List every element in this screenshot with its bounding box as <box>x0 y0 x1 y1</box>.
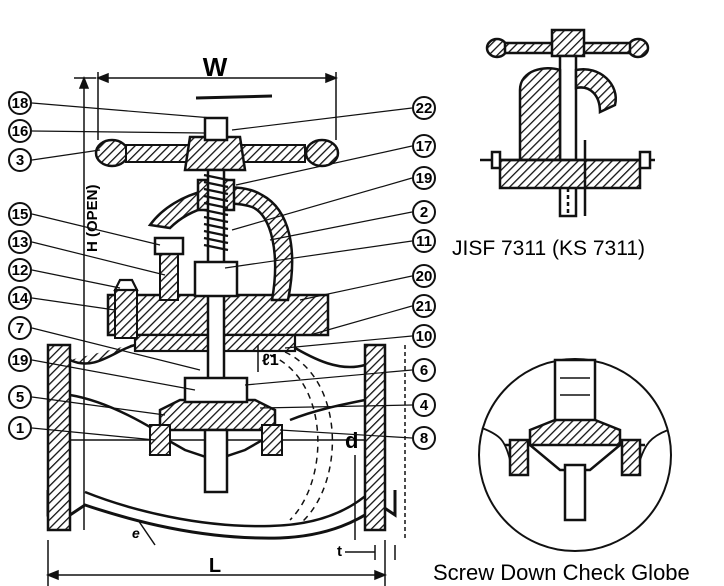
callout-15: 15 <box>8 202 32 226</box>
callout-21: 21 <box>412 294 436 318</box>
standard-label: JISF 7311 (KS 7311) <box>452 237 645 260</box>
svg-text:12: 12 <box>12 262 29 279</box>
callout-10: 10 <box>412 324 436 348</box>
callout-6: 6 <box>412 358 436 382</box>
bonnet-bolt-left <box>114 289 138 339</box>
gland-nut-left <box>153 236 185 256</box>
callout-13: 13 <box>8 230 32 254</box>
svg-text:17: 17 <box>416 138 433 155</box>
dim-lift-label: ℓ1 <box>262 352 279 369</box>
callout-18: 18 <box>8 91 32 115</box>
dim-width-label: W <box>203 52 228 82</box>
svg-text:22: 22 <box>416 100 433 117</box>
callout-8: 8 <box>412 426 436 450</box>
detail-disc <box>528 418 622 447</box>
stem-thread <box>203 173 229 252</box>
svg-text:4: 4 <box>420 397 429 414</box>
callout-leaders <box>31 102 413 441</box>
callout-17: 17 <box>412 134 436 158</box>
jisf-yoke-right <box>574 67 618 114</box>
svg-text:20: 20 <box>416 268 433 285</box>
valve-body-inner-bowl <box>84 490 371 528</box>
detail-lower-stem <box>563 463 587 522</box>
callout-20: 20 <box>412 264 436 288</box>
caption: Screw Down Check Globe <box>433 560 690 585</box>
callout-19-right: 19 <box>412 166 436 190</box>
callout-12: 12 <box>8 258 32 282</box>
svg-text:18: 18 <box>12 95 29 112</box>
jisf-handwheel-hub <box>550 28 586 58</box>
jisf-yoke-left <box>518 66 562 162</box>
inner-port-right <box>289 398 366 422</box>
jisf-yoke-view <box>480 28 655 218</box>
callout-7: 7 <box>8 316 32 340</box>
dim-thickness-label: t <box>337 543 342 560</box>
svg-text:13: 13 <box>12 234 29 251</box>
svg-text:7: 7 <box>16 320 24 337</box>
right-flange <box>363 343 387 532</box>
dim-length-label: L <box>209 555 221 577</box>
handwheel-rim-right <box>304 138 340 168</box>
callouts-right: 22 17 19 2 11 20 21 10 6 4 8 <box>412 96 436 450</box>
callout-11: 11 <box>412 229 436 253</box>
svg-text:5: 5 <box>16 389 24 406</box>
callout-1: 1 <box>8 416 32 440</box>
svg-text:8: 8 <box>420 430 428 447</box>
dim-height-label: H (OPEN) <box>84 184 101 252</box>
svg-text:14: 14 <box>12 290 29 307</box>
dim-wall-label: e <box>132 525 140 541</box>
jisf-bonnet <box>498 158 642 190</box>
callout-22: 22 <box>412 96 436 120</box>
main-valve-section <box>46 94 397 540</box>
callout-3: 3 <box>8 148 32 172</box>
svg-text:10: 10 <box>416 328 433 345</box>
callout-5: 5 <box>8 385 32 409</box>
body-upper-right <box>289 343 366 369</box>
svg-text:11: 11 <box>416 233 432 250</box>
seat-ring-right <box>261 424 283 456</box>
callout-14: 14 <box>8 286 32 310</box>
callout-16: 16 <box>8 119 32 143</box>
left-flange <box>46 343 72 532</box>
svg-text:1: 1 <box>16 420 24 437</box>
svg-text:15: 15 <box>12 206 29 223</box>
svg-text:19: 19 <box>416 170 433 187</box>
svg-text:6: 6 <box>420 362 428 379</box>
disc-lower-stem <box>203 428 229 494</box>
valve-body-bottom <box>46 490 397 540</box>
svg-text:21: 21 <box>416 298 433 315</box>
disc-nut <box>183 376 249 404</box>
handwheel-nut <box>203 116 229 142</box>
handwheel-hub <box>183 135 247 172</box>
dimension-lines <box>45 72 406 586</box>
svg-text:16: 16 <box>12 123 29 140</box>
handwheel-rim-left <box>94 138 130 168</box>
callout-2: 2 <box>412 200 436 224</box>
callout-19-left: 19 <box>8 348 32 372</box>
svg-text:19: 19 <box>12 352 29 369</box>
disc-swing-path <box>269 354 319 521</box>
callouts-left: 18 16 3 15 13 12 14 7 19 5 1 <box>8 91 32 440</box>
svg-text:2: 2 <box>420 204 428 221</box>
bonnet-nut-left <box>113 278 139 292</box>
disc-swing-path-2 <box>284 351 334 523</box>
valve-disc <box>158 398 277 432</box>
disc-detail-view <box>478 358 672 552</box>
dim-bore-label: d <box>345 428 358 453</box>
callout-4: 4 <box>412 393 436 417</box>
svg-text:3: 3 <box>16 152 24 169</box>
